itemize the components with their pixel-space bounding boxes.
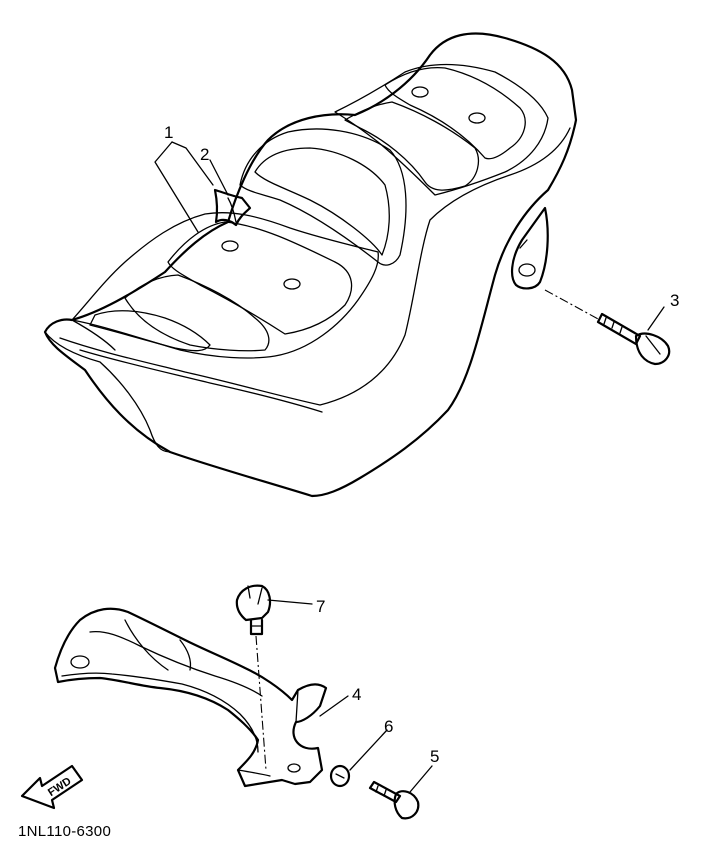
- screw: [368, 780, 420, 820]
- leader-lines: [154, 141, 665, 793]
- callout-1: 1: [164, 123, 173, 142]
- diagram-code: 1NL110-6300: [18, 823, 111, 840]
- callout-6: 6: [384, 717, 393, 736]
- seat-bolt: [544, 289, 671, 366]
- callout-7: 7: [316, 597, 325, 616]
- callout-2: 2: [200, 145, 209, 164]
- washer: [329, 764, 351, 788]
- callout-4: 4: [352, 685, 361, 704]
- forward-arrow: FWD: [20, 764, 84, 810]
- seat-assembly: [43, 32, 578, 498]
- callout-3: 3: [670, 291, 679, 310]
- seat-bracket: [53, 607, 328, 788]
- callout-5: 5: [430, 747, 439, 766]
